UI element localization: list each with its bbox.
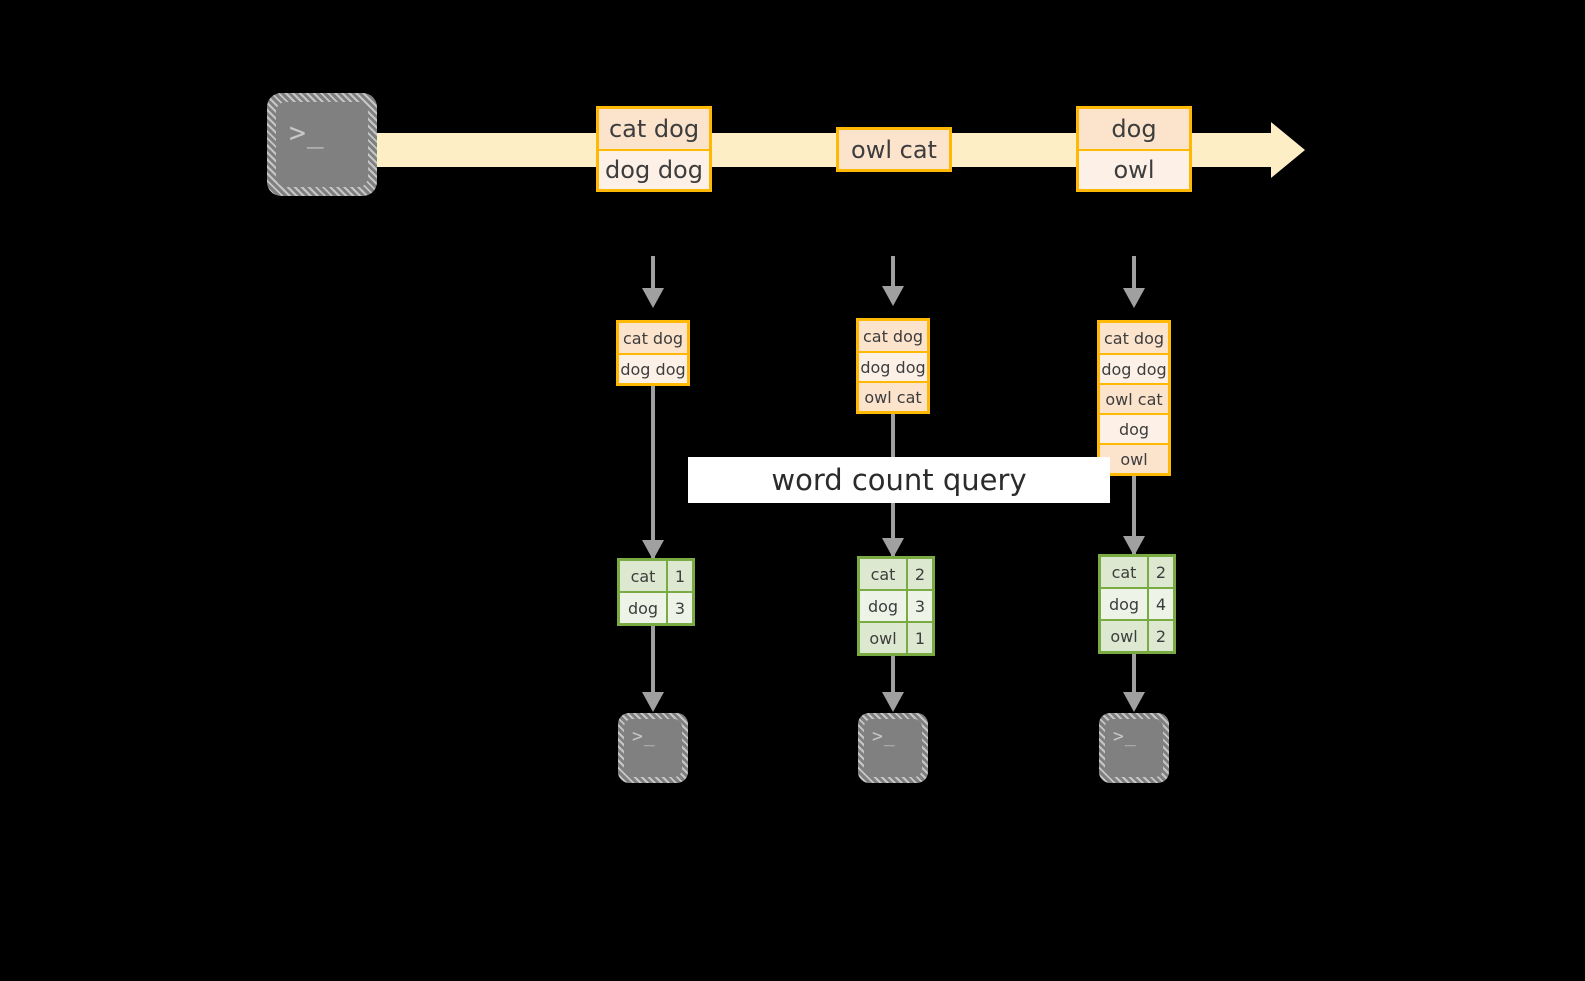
query-label: word count query (688, 457, 1110, 503)
buffer-line: dog dog (859, 351, 927, 381)
stream-record-3[interactable]: dog owl (1076, 106, 1192, 192)
snapshot-2-result-table[interactable]: cat 2 dog 3 owl 1 (857, 556, 935, 656)
buffer-line: cat dog (619, 323, 687, 353)
snapshot-3-result-table[interactable]: cat 2 dog 4 owl 2 (1098, 554, 1176, 654)
result-count: 1 (666, 561, 692, 591)
result-count: 4 (1147, 589, 1173, 619)
snapshot-1-sink-arrowhead (642, 692, 664, 712)
buffer-line: dog dog (619, 353, 687, 383)
buffer-line: cat dog (859, 321, 927, 351)
buffer-line: owl cat (859, 381, 927, 411)
table-row: owl 1 (860, 621, 932, 653)
terminal-screen (624, 719, 682, 777)
record-line: cat dog (599, 109, 709, 149)
table-row: cat 2 (1101, 557, 1173, 587)
stream-arrowhead (1271, 122, 1305, 178)
table-row: owl 2 (1101, 619, 1173, 651)
snapshot-3-sink-arrowhead (1123, 692, 1145, 712)
snapshot-3-query-line (1132, 476, 1136, 556)
table-row: dog 3 (860, 589, 932, 621)
result-count: 2 (1147, 557, 1173, 587)
terminal-screen (864, 719, 922, 777)
snapshot-2-sink-line (891, 652, 895, 698)
snapshot-3-query-arrowhead (1123, 536, 1145, 556)
snapshot-3-trigger-arrowhead (1123, 288, 1145, 308)
terminal-prompt: >_ (1113, 726, 1137, 747)
table-row: cat 2 (860, 559, 932, 589)
result-count: 1 (906, 623, 932, 653)
source-terminal-icon[interactable]: >_ (267, 93, 377, 196)
record-line: dog (1079, 109, 1189, 149)
result-word: dog (1101, 589, 1147, 619)
result-word: cat (1101, 557, 1147, 587)
terminal-screen (276, 102, 368, 187)
snapshot-1-query-line (651, 386, 655, 558)
result-count: 3 (666, 593, 692, 623)
result-word: dog (620, 593, 666, 623)
result-word: cat (620, 561, 666, 591)
result-word: owl (860, 623, 906, 653)
snapshot-1-result-table[interactable]: cat 1 dog 3 (617, 558, 695, 626)
result-word: dog (860, 591, 906, 621)
snapshot-1-sink-line (651, 622, 655, 698)
snapshot-2-sink-arrowhead (882, 692, 904, 712)
result-word: cat (860, 559, 906, 589)
buffer-line: owl cat (1100, 383, 1168, 413)
snapshot-1-trigger-arrowhead (642, 288, 664, 308)
stream-record-2[interactable]: owl cat (836, 127, 952, 172)
buffer-line: dog dog (1100, 353, 1168, 383)
table-row: cat 1 (620, 561, 692, 591)
terminal-prompt: >_ (872, 726, 896, 747)
snapshot-2-trigger-line (891, 256, 895, 288)
snapshot-2-sink-terminal-icon[interactable]: >_ (858, 713, 928, 783)
terminal-prompt: >_ (289, 116, 325, 149)
snapshot-2-trigger-arrowhead (882, 286, 904, 306)
snapshot-1-sink-terminal-icon[interactable]: >_ (618, 713, 688, 783)
snapshot-3-sink-line (1132, 650, 1136, 698)
result-word: owl (1101, 621, 1147, 651)
snapshot-2-buffer[interactable]: cat dog dog dog owl cat (856, 318, 930, 414)
snapshot-3-sink-terminal-icon[interactable]: >_ (1099, 713, 1169, 783)
snapshot-3-buffer[interactable]: cat dog dog dog owl cat dog owl (1097, 320, 1171, 476)
snapshot-3-trigger-line (1132, 256, 1136, 290)
snapshot-1-query-arrowhead (642, 540, 664, 560)
result-count: 2 (1147, 621, 1173, 651)
record-line: owl (1079, 149, 1189, 189)
table-row: dog 4 (1101, 587, 1173, 619)
result-count: 2 (906, 559, 932, 589)
terminal-prompt: >_ (632, 726, 656, 747)
snapshot-2-query-arrowhead (882, 538, 904, 558)
buffer-line: cat dog (1100, 323, 1168, 353)
buffer-line: owl (1100, 443, 1168, 473)
table-row: dog 3 (620, 591, 692, 623)
snapshot-1-buffer[interactable]: cat dog dog dog (616, 320, 690, 386)
record-line: dog dog (599, 149, 709, 189)
buffer-line: dog (1100, 413, 1168, 443)
terminal-screen (1105, 719, 1163, 777)
record-line: owl cat (839, 130, 949, 169)
result-count: 3 (906, 591, 932, 621)
stream-record-1[interactable]: cat dog dog dog (596, 106, 712, 192)
snapshot-1-trigger-line (651, 256, 655, 290)
